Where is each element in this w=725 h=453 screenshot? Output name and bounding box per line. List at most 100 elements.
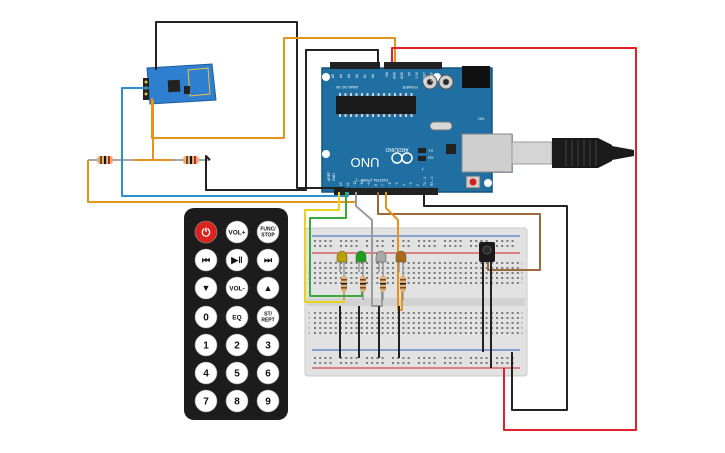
remote-button-7[interactable]: 7: [194, 389, 218, 413]
breadboard-hole: [485, 322, 488, 324]
breadboard-hole: [506, 327, 509, 329]
remote-button-vol-up[interactable]: VOL+: [225, 220, 249, 244]
rail-hole: [475, 362, 478, 364]
remote-button-cap[interactable]: [256, 333, 280, 357]
breadboard-hole: [496, 262, 498, 264]
breadboard-hole: [324, 322, 327, 324]
rail-hole: [355, 240, 358, 242]
remote-button-label: 9: [265, 397, 271, 408]
reset-button-cap[interactable]: [469, 178, 477, 186]
breadboard-hole: [480, 332, 483, 334]
breadboard-hole: [355, 312, 358, 314]
remote-button-play-pause[interactable]: ▶‖: [225, 248, 249, 272]
remote-button-0[interactable]: 0: [194, 305, 218, 329]
remote-button-cap[interactable]: [225, 333, 249, 357]
breadboard-hole: [350, 262, 353, 264]
ir-receiver-lens: [482, 245, 492, 255]
remote-button-2[interactable]: 2: [225, 333, 249, 357]
rail-hole: [423, 357, 426, 359]
rail-hole: [423, 245, 426, 247]
remote-button-3[interactable]: 3: [256, 333, 280, 357]
breadboard-hole: [496, 272, 498, 274]
breadboard-hole: [314, 277, 316, 279]
breadboard-hole: [454, 282, 457, 284]
breadboard-hole: [376, 277, 379, 279]
analog-label: ANALOG IN: [336, 85, 358, 90]
remote-button-st-rept[interactable]: ST/REPT: [256, 305, 280, 329]
rail-hole: [329, 245, 332, 247]
chip-leg: [388, 114, 391, 117]
chip-leg: [394, 114, 396, 117]
remote-button-cap[interactable]: [256, 248, 280, 272]
rail-hole: [366, 245, 368, 247]
remote-button-cap[interactable]: [194, 276, 218, 300]
remote-button-up[interactable]: ▲: [256, 276, 280, 300]
remote-button-cap[interactable]: [225, 389, 249, 413]
remote-button-label: ▼: [202, 283, 211, 293]
remote-button-cap[interactable]: [256, 276, 280, 300]
remote-button-next[interactable]: ⏭: [256, 248, 280, 272]
power-pin-label: IOREF: [430, 72, 434, 82]
remote-button-5[interactable]: 5: [225, 361, 249, 385]
resistor-band: [400, 279, 406, 281]
breadboard-hole: [350, 312, 353, 314]
remote-button-cap[interactable]: [225, 248, 249, 272]
chip-leg: [377, 93, 380, 96]
breadboard-hole: [444, 267, 446, 269]
remote-button-cap[interactable]: [225, 305, 249, 329]
remote-button-8[interactable]: 8: [225, 389, 249, 413]
remote-button-cap[interactable]: [194, 305, 218, 329]
rail-hole: [355, 245, 358, 247]
breadboard-hole: [475, 317, 478, 319]
breadboard-hole: [496, 312, 498, 314]
remote-button-cap[interactable]: [225, 361, 249, 385]
breadboard-hole: [496, 267, 498, 269]
row-letter: c: [521, 321, 523, 325]
breadboard-hole: [334, 327, 337, 329]
rail-hole: [340, 240, 342, 242]
remote-button-down[interactable]: ▼: [194, 276, 218, 300]
remote-button-cap[interactable]: [256, 220, 280, 244]
rail-hole: [407, 245, 410, 247]
rail-hole: [381, 240, 384, 242]
remote-button-label: ⏮: [202, 255, 210, 265]
breadboard-hole: [334, 312, 337, 314]
breadboard-hole: [350, 277, 353, 279]
remote-button-func-stop[interactable]: FUNC/STOP: [256, 220, 280, 244]
remote-button-4[interactable]: 4: [194, 361, 218, 385]
remote-button-cap[interactable]: [194, 333, 218, 357]
breadboard-hole: [511, 262, 514, 264]
breadboard-hole: [355, 282, 358, 284]
remote-button-prev[interactable]: ⏮: [194, 248, 218, 272]
power-jack: [462, 66, 490, 88]
remote-button-power[interactable]: ⏻: [194, 220, 218, 244]
breadboard-hole: [386, 327, 389, 329]
remote-button-cap[interactable]: [194, 248, 218, 272]
remote-button-cap[interactable]: [194, 361, 218, 385]
remote-button-6[interactable]: 6: [256, 361, 280, 385]
remote-button-vol-down[interactable]: VOL-: [225, 276, 249, 300]
breadboard-hole: [371, 322, 374, 324]
breadboard-hole: [418, 262, 420, 264]
breadboard-hole: [480, 282, 483, 284]
remote-button-cap[interactable]: [256, 305, 280, 329]
led-orange: [395, 250, 407, 358]
rail-hole: [454, 240, 457, 242]
remote-button-cap[interactable]: [225, 276, 249, 300]
breadboard-hole: [371, 312, 374, 314]
remote-button-cap[interactable]: [194, 389, 218, 413]
remote-button-cap[interactable]: [194, 220, 218, 244]
remote-button-eq[interactable]: EQ: [225, 305, 249, 329]
remote-button-cap[interactable]: [256, 389, 280, 413]
remote-button-cap[interactable]: [225, 220, 249, 244]
breadboard-hole: [402, 312, 405, 314]
breadboard-hole: [475, 272, 478, 274]
remote-button-cap[interactable]: [256, 361, 280, 385]
remote-button-9[interactable]: 9: [256, 389, 280, 413]
remote-button-1[interactable]: 1: [194, 333, 218, 357]
breadboard-hole: [501, 282, 504, 284]
breadboard-hole: [366, 272, 368, 274]
breadboard-hole: [386, 322, 389, 324]
remote-button-label: 1: [203, 341, 209, 352]
breadboard-hole: [444, 262, 446, 264]
